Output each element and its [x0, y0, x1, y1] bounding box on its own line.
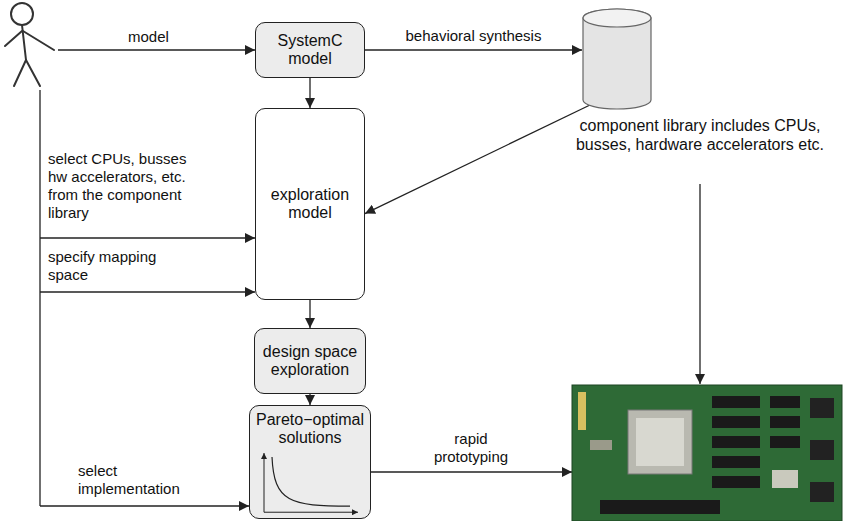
chart-axis	[264, 453, 265, 512]
designer-figure	[5, 3, 54, 86]
pareto-chart	[250, 451, 368, 516]
figure-leg	[26, 60, 40, 86]
flow-arrow	[365, 49, 582, 50]
memory-chip	[770, 416, 800, 428]
model-box: exploration model	[255, 108, 365, 300]
memory-chip	[712, 456, 760, 468]
cylinder-top	[583, 9, 651, 27]
flow-arrow	[309, 394, 310, 405]
flow-arrow	[309, 300, 310, 328]
memory-chip	[770, 396, 800, 408]
node-text: SystemC model	[262, 32, 358, 69]
figure-head	[11, 3, 33, 25]
memory-chip	[712, 396, 760, 408]
designer-trunk	[39, 90, 40, 506]
select-arrow	[40, 237, 255, 238]
annotation-label: select CPUs, busses hw accelerators, etc…	[48, 150, 198, 222]
cylinder-body	[583, 9, 651, 109]
chart-axis	[264, 512, 358, 513]
figure-arm	[5, 31, 22, 46]
annotation-label: model	[128, 28, 169, 46]
memory-chip	[712, 416, 760, 428]
small-part	[772, 470, 798, 488]
flow-arrow	[309, 78, 310, 108]
library-cylinder: component library includes CPUs, busses,…	[560, 8, 840, 188]
edge-label: behavioral synthesis	[404, 27, 544, 45]
memory-chip	[712, 436, 760, 448]
board-header	[578, 392, 586, 430]
node-text: component library includes CPUs, busses,…	[575, 116, 825, 154]
memory-chip	[770, 436, 800, 448]
memory-chip	[712, 476, 760, 488]
library-board-arrow	[699, 184, 700, 384]
board-connector	[600, 500, 720, 514]
fpga-board	[572, 385, 842, 521]
annotation-label: select implementation	[78, 462, 198, 498]
fpga-die	[636, 418, 684, 466]
pareto-front	[272, 457, 350, 506]
process-box: design space exploration	[254, 328, 366, 394]
mapping-arrow	[40, 291, 255, 292]
flow-arrow	[365, 105, 590, 214]
implementation-arrow	[40, 505, 249, 506]
annotation-label: specify mapping space	[48, 248, 188, 284]
small-part	[590, 440, 612, 450]
annotation-label: rapid prototyping	[421, 430, 521, 466]
figure-leg	[14, 60, 26, 86]
node-text: design space exploration	[261, 343, 359, 380]
regulator	[810, 398, 834, 418]
figure-arm	[23, 31, 54, 50]
fpga-chip	[628, 410, 692, 474]
node-text: exploration model	[262, 186, 358, 223]
model-arrow	[58, 49, 255, 50]
regulator	[810, 482, 834, 502]
prototyping-arrow	[371, 471, 572, 472]
process-box: SystemC model	[255, 22, 365, 78]
regulator	[810, 440, 834, 460]
node-text: Pareto−optimal solutions	[256, 411, 364, 448]
cylinder-outline	[582, 8, 652, 110]
result-box: Pareto−optimal solutions	[249, 405, 371, 519]
board-pcb	[572, 385, 842, 521]
